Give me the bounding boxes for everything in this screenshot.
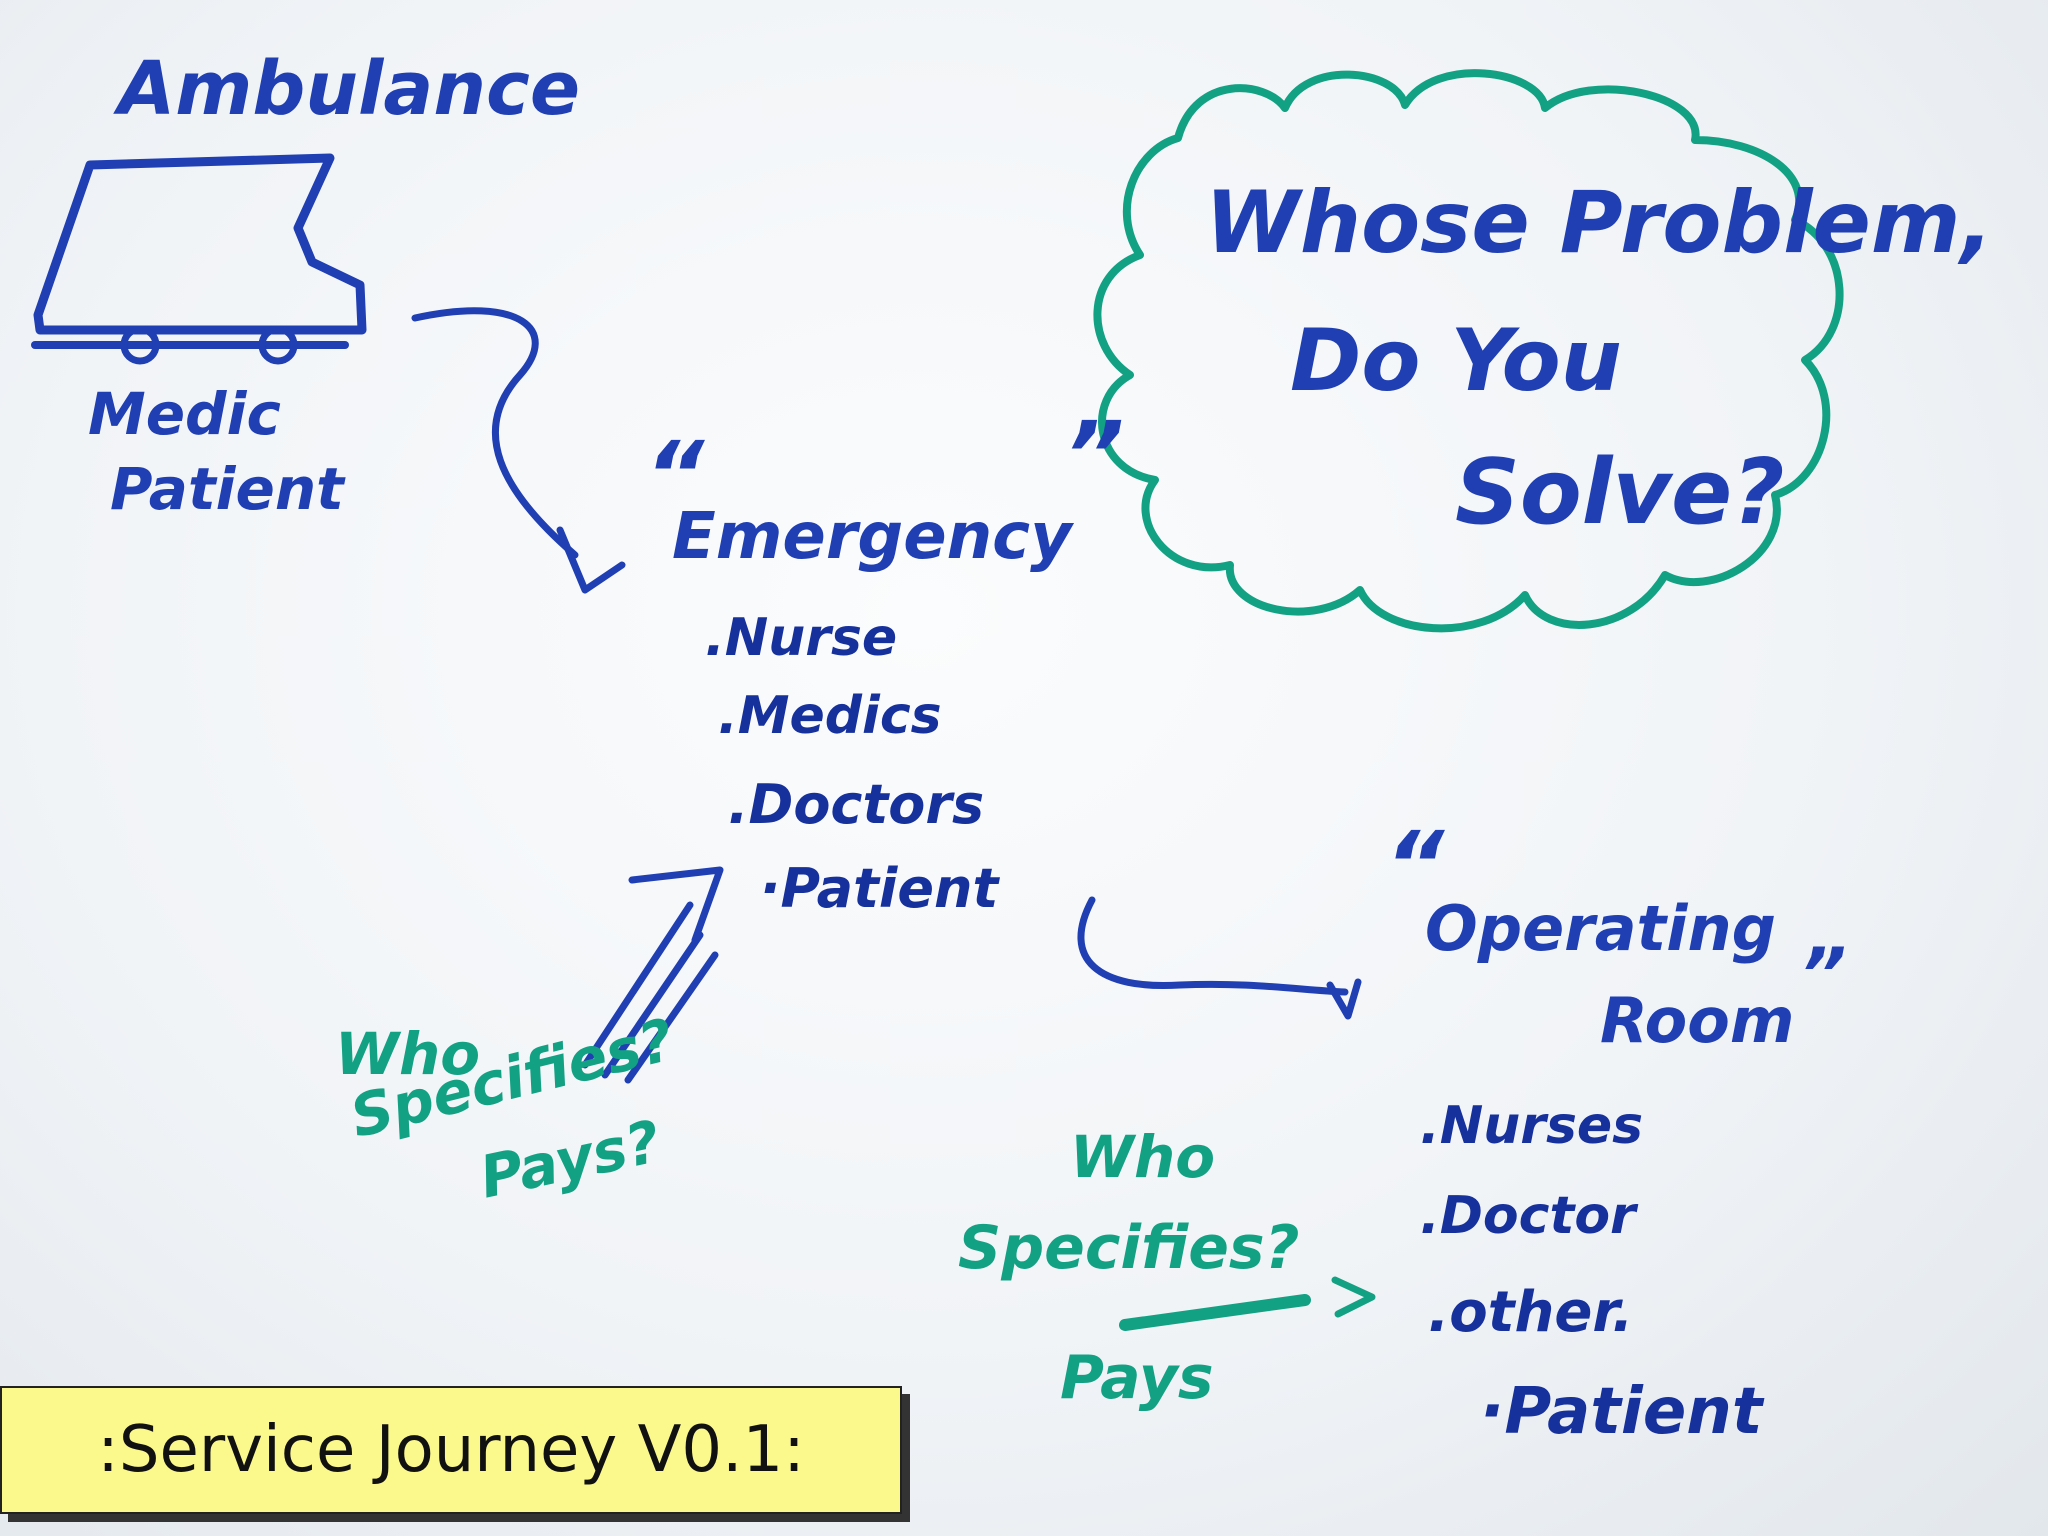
triple-arrow-line-1	[581, 901, 694, 1069]
operating-room-open-quote: “	[1385, 812, 1445, 919]
arrow-to-operating-room	[1077, 896, 1349, 996]
emergency-item: ·Patient	[760, 857, 999, 920]
who-right-line: Pays	[1060, 1343, 1214, 1413]
operating-room-item: .Nurses	[1420, 1096, 1644, 1156]
emergency-close-quote: ”	[1065, 402, 1125, 509]
arrow-to-emergency-head	[556, 526, 626, 594]
triple-arrow-head	[628, 866, 724, 944]
cloud-line: Whose Problem,	[1205, 173, 1994, 273]
emergency-label: Emergency	[672, 500, 1072, 574]
ambulance-body	[33, 153, 367, 335]
ambulance-wheel-rear	[258, 325, 298, 365]
triple-arrow-line-2	[601, 931, 704, 1079]
operating-room-item: .other.	[1428, 1280, 1634, 1345]
ambulance-title: Ambulance	[118, 46, 581, 132]
who-left-line: Who	[335, 1020, 481, 1088]
who-right-line: Specifies?	[958, 1213, 1300, 1283]
green-arrow	[1119, 1294, 1311, 1331]
green-arrow-head	[1331, 1276, 1376, 1318]
question-cloud	[1093, 69, 1844, 633]
emergency-item: .Nurse	[705, 608, 898, 668]
emergency-item: .Doctors	[728, 773, 985, 836]
ambulance-crew-medic: Medic	[88, 380, 281, 448]
cloud-line: Do You	[1290, 311, 1622, 411]
emergency-item: .Medics	[718, 686, 942, 746]
ambulance-wheel-front	[120, 325, 160, 365]
arrow-to-emergency	[411, 307, 579, 559]
ambulance-crew-patient: Patient	[110, 455, 344, 523]
triple-arrow-line-3	[624, 951, 719, 1084]
cloud-line: Solve?	[1455, 440, 1785, 545]
emergency-open-quote: “	[645, 422, 705, 529]
operating-room-label-line1: Operating	[1425, 892, 1776, 965]
who-right-line: Who	[1070, 1123, 1216, 1191]
operating-room-label-line2: Room	[1600, 984, 1795, 1057]
caption-banner: :Service Journey V0.1:	[0, 1386, 902, 1514]
operating-room-close-quote: ”	[1800, 932, 1847, 1016]
operating-room-item: ·Patient	[1480, 1375, 1763, 1449]
arrow-to-operating-room-head	[1326, 978, 1362, 1020]
operating-room-item: .Doctor	[1420, 1186, 1636, 1246]
